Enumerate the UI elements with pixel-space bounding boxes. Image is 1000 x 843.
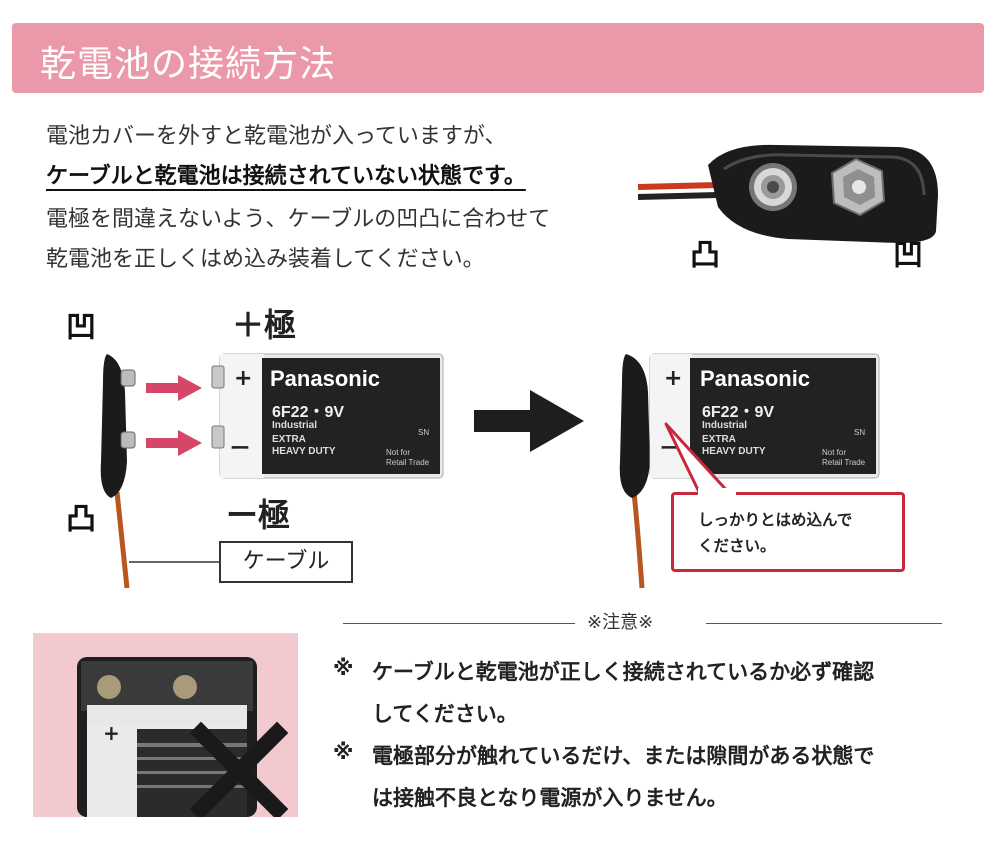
battery-right-mark: SN (854, 428, 866, 437)
intro-line-1: 電池カバーを外すと乾電池が入っていますが、 (46, 124, 507, 149)
battery-right-retail-1: Not for (822, 448, 847, 457)
battery-right-desc-2: EXTRA (702, 434, 736, 445)
concave-symbol-connector: 凹 (893, 238, 923, 273)
notice-heading: ※注意※ (587, 612, 654, 633)
note-1-line-1: ケーブルと乾電池が正しく接続されているか必ず確認 (372, 660, 875, 684)
callout-text: しっかりとはめ込んで ください。 (698, 511, 853, 555)
battery-right-retail-2: Retail Trade (822, 458, 866, 467)
battery-right: + ー Panasonic 6F22・9V Industrial EXTRA H… (646, 352, 881, 480)
battery-right-plus-sign: + (664, 366, 683, 391)
battery-plus-sign: + (234, 366, 253, 391)
battery-right-model: 6F22・9V (702, 404, 775, 421)
page-title: 乾電池の接続方法 (40, 44, 337, 85)
notice-divider-right (706, 623, 942, 624)
insert-arrow-plus (146, 375, 202, 401)
convex-symbol-connector: 凸 (690, 238, 720, 273)
plus-pole-label: ＋極 (232, 306, 297, 344)
snap-connector-image (638, 144, 938, 243)
callout-pointer-mask (698, 488, 736, 498)
intro-line-2-emphasis: ケーブルと乾電池は接続されていない状態です。 (46, 164, 526, 189)
battery-desc-1: Industrial (272, 420, 318, 431)
battery-desc-2: EXTRA (272, 434, 306, 445)
battery-right-desc-1: Industrial (702, 420, 748, 431)
battery-minus-sign: ー (230, 436, 250, 460)
intro-line-3: 電極を間違えないよう、ケーブルの凹凸に合わせて (46, 207, 551, 232)
notice-divider-left (343, 623, 575, 624)
battery-retail-1: Not for (386, 448, 411, 457)
note-2-line-2: は接触不良となり電源が入りません。 (372, 786, 728, 810)
battery-mark: SN (418, 428, 430, 437)
note-2-mark: ※ (333, 740, 354, 764)
cable-label: ケーブル (219, 541, 353, 583)
battery-right-desc-3: HEAVY DUTY (702, 446, 766, 457)
snap-connector-side-left (100, 354, 219, 589)
note-2-line-1: 電極部分が触れているだけ、または隙間がある状態で (372, 744, 875, 768)
minus-pole-label: ー極 (226, 496, 291, 534)
insert-arrow-minus (146, 430, 202, 456)
concave-symbol-left: 凹 (66, 310, 96, 345)
battery-left: + ー Panasonic 6F22・9V Industrial EXTRA H… (210, 352, 445, 480)
title-bar: 乾電池の接続方法 (12, 23, 984, 93)
incorrect-installation-photo: + (33, 633, 298, 817)
photo-plus-sign: + (103, 721, 120, 745)
battery-model: 6F22・9V (272, 404, 345, 421)
callout-box: しっかりとはめ込んで ください。 (671, 492, 905, 572)
battery-right-brand: Panasonic (700, 366, 811, 391)
next-step-arrow (474, 390, 584, 452)
battery-brand: Panasonic (270, 366, 381, 391)
battery-retail-2: Retail Trade (386, 458, 430, 467)
battery-desc-3: HEAVY DUTY (272, 446, 336, 457)
snap-connector-side-right (619, 354, 650, 589)
intro-line-4: 乾電池を正しくはめ込み装着してください。 (46, 247, 485, 272)
note-1-mark: ※ (333, 656, 354, 680)
convex-symbol-left: 凸 (66, 502, 96, 537)
note-1-line-2: してください。 (372, 702, 518, 726)
